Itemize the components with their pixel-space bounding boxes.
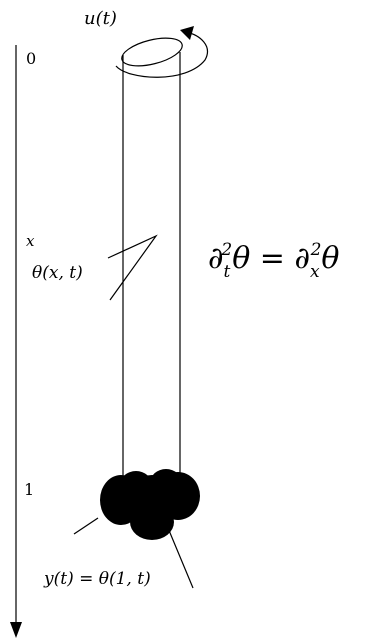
axis-tick-one: 1 — [24, 480, 34, 499]
input-label: u(t) — [84, 8, 117, 29]
field-label: θ(x, t) — [32, 263, 83, 283]
axis-label-x: x — [26, 232, 35, 250]
equation: ∂t2θ = ∂x2θ — [208, 240, 339, 282]
output-pointer-left — [73, 517, 99, 535]
output-label: y(t) = θ(1, t) — [43, 569, 151, 589]
end-mass — [100, 469, 200, 540]
rotation-arrowhead — [180, 26, 194, 40]
rotation-arrow — [115, 31, 208, 78]
x-axis-arrowhead — [10, 622, 22, 638]
field-pointer — [107, 234, 158, 301]
rod-top-ellipse — [121, 37, 183, 67]
axis-tick-zero: 0 — [26, 49, 36, 68]
output-pointer-right — [167, 527, 194, 589]
